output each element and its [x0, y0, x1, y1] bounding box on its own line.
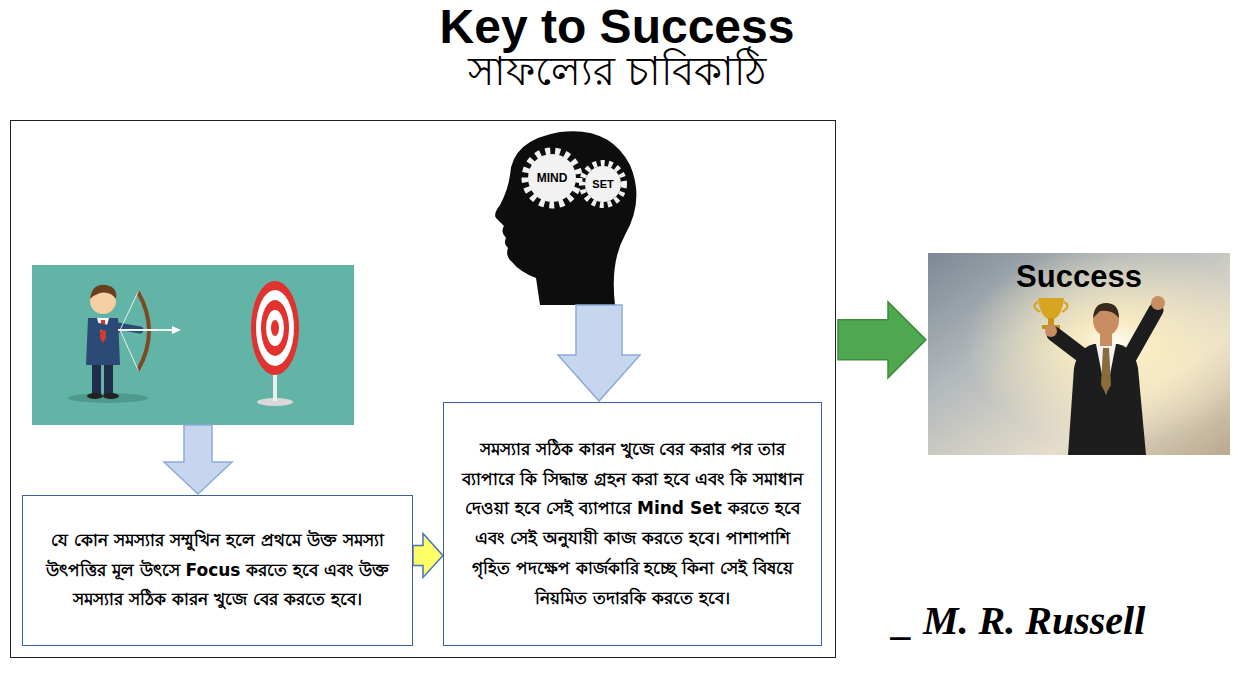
node-text: Success — [1016, 253, 1142, 295]
archer-illustration-part — [100, 320, 106, 343]
archer-illustration-part — [68, 393, 148, 403]
block-arrow — [413, 533, 443, 577]
head-illustration-part — [582, 163, 624, 205]
archer-illustration-part — [251, 281, 299, 375]
frame-box: যে কোন সমস্যার সম্মুখিন হলে প্রথমে উক্ত … — [10, 120, 836, 658]
down-arrow — [164, 425, 232, 494]
success-illustration-part — [1038, 298, 1064, 320]
archer-illustration-part — [118, 329, 172, 331]
success-illustration-part — [1101, 348, 1111, 394]
success-illustration-part — [1068, 344, 1146, 455]
success-illustration-part — [1093, 304, 1119, 336]
success-illustration-part — [1062, 302, 1068, 312]
success-illustration-part — [1034, 302, 1040, 312]
down-arrow — [558, 305, 640, 401]
head-illustration — [495, 131, 636, 305]
signature: _ M. R. Russell — [893, 596, 1223, 646]
head-illustration-part — [585, 166, 621, 202]
archer-illustration-part — [261, 300, 289, 356]
success-illustration-part — [1054, 334, 1083, 356]
success-illustration-part — [1093, 303, 1119, 318]
archer-illustration-part — [90, 285, 116, 299]
gear-label: MIND — [522, 170, 582, 186]
process-box: যে কোন সমস্যার সম্মুখিন হলে প্রথমে উক্ত … — [22, 495, 413, 646]
success-illustration-part — [928, 253, 1230, 455]
archer-illustration-part — [92, 362, 101, 395]
block-arrow — [838, 302, 926, 378]
archer-illustration-part — [273, 372, 277, 401]
success-illustration — [928, 253, 1230, 455]
archer-illustration — [32, 265, 354, 425]
archer-illustration-part — [271, 320, 279, 336]
success-illustration-part — [1045, 325, 1057, 337]
archer-illustration-part — [104, 362, 113, 395]
head-illustration-part — [495, 131, 636, 305]
success-illustration-part — [1151, 296, 1165, 310]
archer-illustration-part — [87, 393, 103, 399]
node-text: যে কোন সমস্যার সম্মুখিন হলে প্রথমে উক্ত … — [35, 526, 400, 615]
picture-panel: Success — [928, 253, 1230, 455]
success-illustration-part — [1130, 310, 1156, 356]
success-illustration-part — [1048, 318, 1054, 326]
node-text: সমস্যার সঠিক কারন খুজে বের করার পর তার ব… — [456, 435, 809, 614]
success-illustration-part — [928, 253, 1230, 455]
archer-illustration-part — [256, 290, 294, 366]
picture-ground — [32, 265, 354, 425]
archer-illustration-part — [172, 326, 181, 334]
archer-illustration-part — [103, 393, 119, 399]
archer-illustration-part — [98, 326, 118, 330]
title-text: Key to Success — [0, 0, 1234, 54]
archer-illustration-part — [266, 310, 284, 346]
gear-label: SET — [585, 177, 621, 191]
subtitle: সাফল্যের চাবিকাঠি — [0, 44, 1234, 98]
success-illustration-part — [1096, 344, 1116, 395]
process-box: সমস্যার সঠিক কারন খুজে বের করার পর তার ব… — [443, 402, 822, 646]
